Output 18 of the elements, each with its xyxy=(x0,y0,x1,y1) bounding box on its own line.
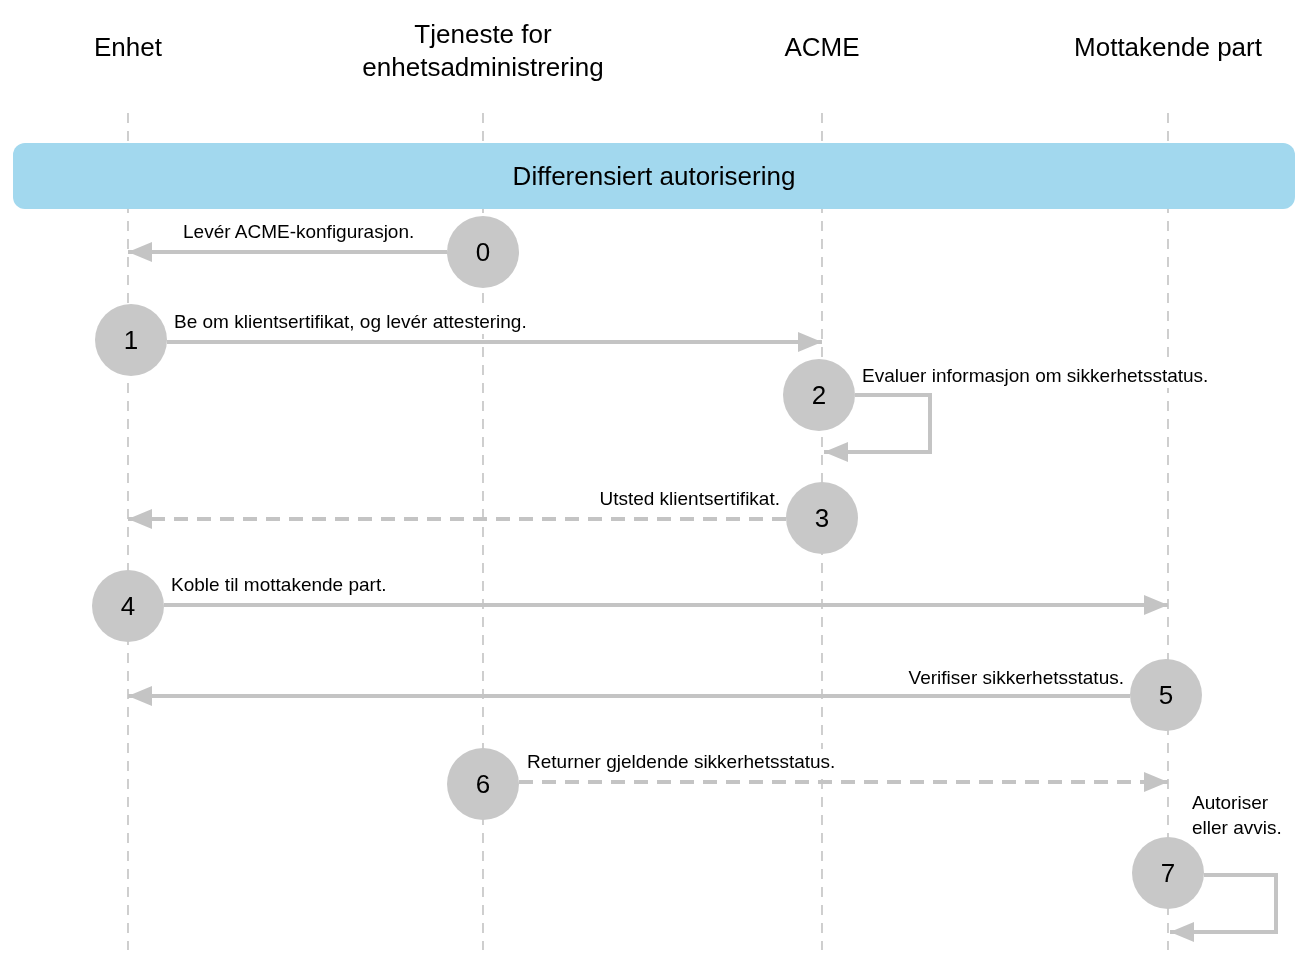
arrow xyxy=(824,393,932,462)
dashed-arrow xyxy=(128,509,786,529)
step-circle: 0 xyxy=(447,216,519,288)
step-circle: 4 xyxy=(92,570,164,642)
step-circle: 1 xyxy=(95,304,167,376)
edge-label: Be om klientsertifikat, og levér attestering. xyxy=(172,309,529,334)
step-circle: 3 xyxy=(786,482,858,554)
arrow xyxy=(128,686,1130,706)
arrow xyxy=(1170,873,1278,942)
step-circle: 6 xyxy=(447,748,519,820)
phase-band: Differensiert autorisering xyxy=(13,143,1295,209)
arrow xyxy=(167,332,822,352)
arrow xyxy=(164,595,1168,615)
step-circle: 5 xyxy=(1130,659,1202,731)
dashed-arrow xyxy=(519,772,1168,792)
arrow xyxy=(128,242,447,262)
step-circle: 7 xyxy=(1132,837,1204,909)
step-circle: 2 xyxy=(783,359,855,431)
